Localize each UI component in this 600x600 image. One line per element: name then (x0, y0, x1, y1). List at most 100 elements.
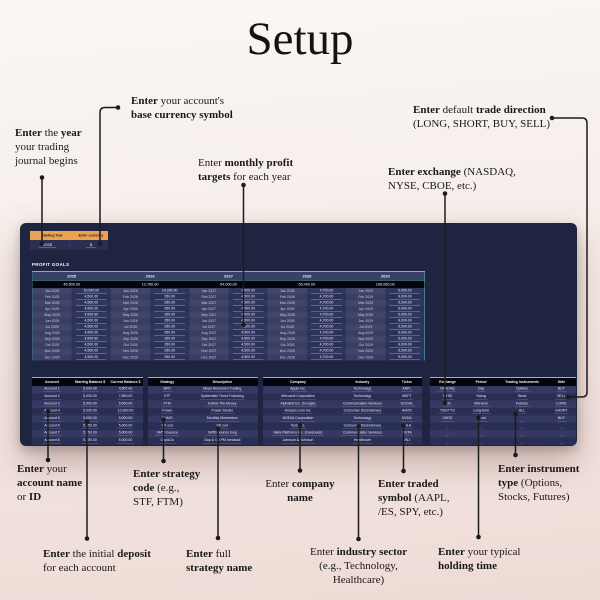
table-cell: 5,000.00 (117, 423, 134, 429)
month-target-cell: 9,000.00 (385, 312, 425, 319)
table-cell: MRT (161, 387, 173, 393)
month-label-cell: Mar 2028 (267, 300, 307, 307)
year-header-cell: 2026 (110, 272, 190, 281)
month-target-cell: 4,500.00 (71, 294, 111, 301)
month-label-cell: Apr 2026 (110, 306, 151, 313)
table-cell: Johnson & Johnson (281, 438, 315, 444)
month-target-cell: 4,500.00 (228, 288, 268, 295)
month-target-cell: 250.00 (150, 294, 190, 301)
table-cell: NYSE (441, 394, 454, 400)
month-label-cell: Feb 2028 (267, 294, 307, 301)
month-target-cell: 250.00 (150, 324, 190, 331)
month-label-cell: Oct 2025 (32, 342, 72, 349)
table-cell: SHORT (553, 409, 569, 415)
month-target-cell: 4,500.00 (228, 306, 268, 313)
column-header: Current Balance $ (110, 380, 141, 384)
table-cell: Consumer Discretionary (342, 423, 383, 429)
table-cell: Monthly Momentum (205, 416, 240, 422)
month-label-cell: Mar 2027 (189, 300, 229, 307)
year-total-cell: 108,000.00 (346, 280, 425, 288)
month-label-cell: Apr 2028 (267, 306, 307, 313)
table-cell: Technology (352, 387, 373, 393)
year-header-cell: 2029 (346, 272, 425, 281)
year-total-cell: 54,000.00 (189, 280, 268, 288)
annotation-trade-direction: Enter default trade direction(LONG, SHOR… (413, 103, 553, 131)
table-row (430, 422, 576, 431)
table-cell: 5,000.00 (117, 401, 134, 407)
month-target-cell: 4,500.00 (71, 306, 111, 313)
month-label-cell: Aug 2025 (32, 330, 72, 337)
annotation-line: Enter the year (15, 127, 82, 139)
table-cell: 10,000.00 (116, 409, 135, 415)
month-label-cell: Jul 2027 (189, 324, 229, 331)
table-cell: FTM (162, 401, 173, 407)
profit-goals-label: PROFIT GOALS (32, 262, 70, 267)
month-label-cell: Oct 2027 (189, 342, 229, 349)
table-cell: LONG (554, 401, 568, 407)
month-target-cell: 4,500.00 (228, 342, 268, 349)
table-cell (497, 430, 547, 437)
column-header: Trading Instruments (505, 380, 539, 384)
table-cell: MSFT (400, 394, 414, 400)
month-target-cell: 4,500.00 (71, 318, 111, 325)
month-target-cell: 4,500.00 (71, 354, 111, 361)
month-target-cell: 4,500.00 (71, 348, 111, 355)
column-header: Strategy (160, 380, 175, 384)
month-target-cell: 4,700.00 (306, 306, 347, 313)
table-cell: 5,250.00 (81, 423, 99, 429)
table-cell: Trend (475, 416, 488, 422)
year-total-cell: 12,750.00 (110, 280, 190, 288)
starting-year-panel-header: Starting Year Enter currency (30, 231, 108, 240)
month-target-cell: 4,700.00 (306, 300, 347, 307)
month-target-cell: 4,700.00 (306, 342, 347, 349)
month-target-cell: 250.00 (150, 342, 190, 349)
table-cell: Alphabet Inc. (Google) (278, 401, 317, 407)
table-cell (497, 415, 547, 422)
month-target-cell: 250.00 (150, 312, 190, 319)
table-cell: Swing (474, 394, 488, 400)
annotation-line: or ID (17, 491, 42, 503)
month-target-cell: 4,700.00 (306, 288, 347, 295)
month-label-cell: Jul 2025 (32, 324, 72, 331)
month-label-cell: Jun 2025 (32, 318, 72, 325)
month-target-cell: 20,000.00 (71, 288, 111, 295)
table-cell: Tesla Inc. (289, 423, 307, 429)
column-header: Description (212, 380, 232, 384)
month-label-cell: Jan 2029 (346, 288, 386, 295)
annotation-industry-sector: Enter industry sector(e.g., Technology,H… (310, 545, 407, 587)
month-label-cell: Aug 2026 (110, 330, 151, 337)
table-cell: 9/0 curl (160, 423, 175, 429)
table-cell: AAPL (400, 387, 413, 393)
column-header: Starting Balance $ (74, 380, 106, 384)
month-target-cell: 9,000.00 (385, 306, 425, 313)
month-target-cell: 4,700.00 (306, 318, 347, 325)
month-label-cell: Jun 2026 (110, 318, 151, 325)
table-cell: 5,000.00 (81, 409, 99, 415)
month-label-cell: Feb 2027 (189, 294, 229, 301)
table-cell: LSE (442, 401, 453, 407)
column-header: Company (290, 380, 306, 384)
annotation-line: for each account (43, 562, 116, 574)
